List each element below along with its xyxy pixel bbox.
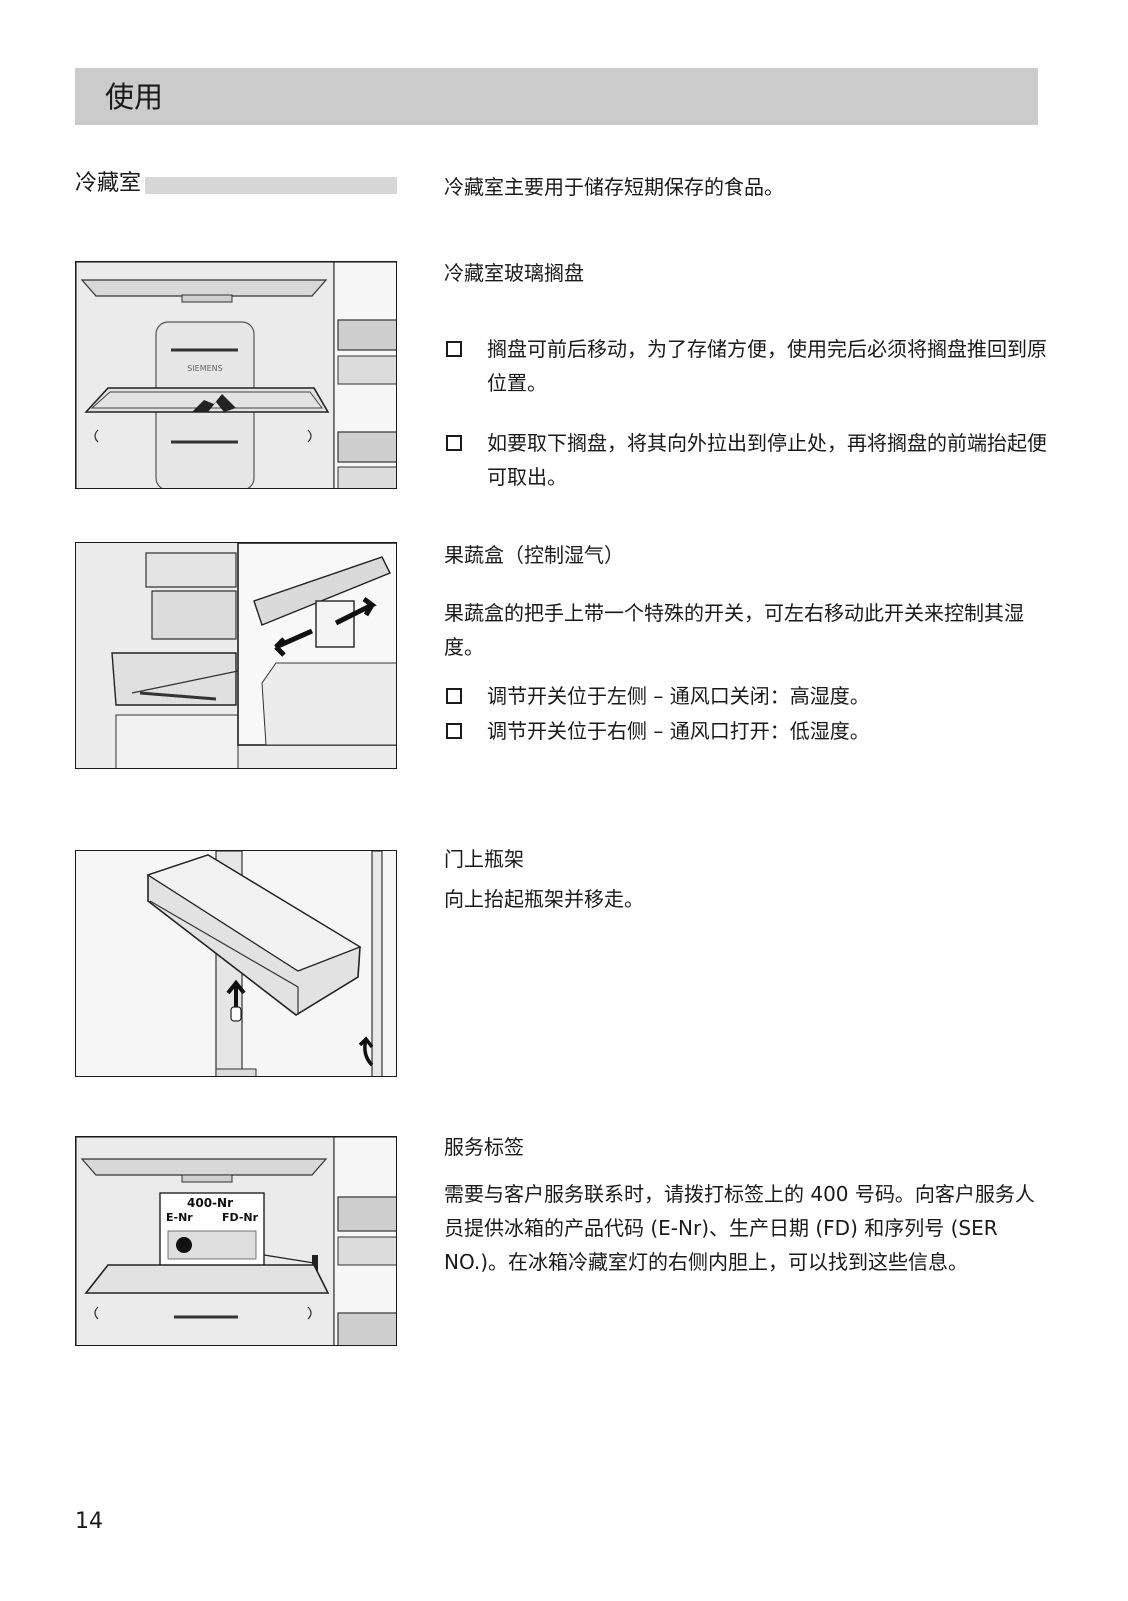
crisper-heading-note: （控制湿气） (504, 543, 624, 567)
crisper-bullet-text: 调节开关位于右侧 – 通风口打开：低湿度。 (487, 719, 870, 743)
header-bar: 使用 (75, 68, 1038, 125)
checkbox-bullet-icon (446, 435, 462, 451)
crisper-body: 果蔬盒的把手上带一个特殊的开关，可左右移动此开关来控制其湿度。 (444, 601, 1024, 659)
service-label-body: 需要与客户服务联系时，请拨打标签上的 400 号码。向客户服务人员提供冰箱的产品… (444, 1182, 1035, 1274)
service-label-heading: 服务标签 (444, 1135, 524, 1159)
checkbox-bullet-icon (446, 723, 462, 739)
shelf-heading: 冷藏室玻璃搁盘 (444, 261, 584, 285)
shelf-bullet: 如要取下搁盘，将其向外拉出到停止处，再将搁盘的前端抬起便可取出。 (444, 426, 1047, 494)
shelf-bullet-text: 搁盘可前后移动，为了存储方便，使用完后必须将搁盘推回到原位置。 (487, 337, 1047, 395)
crisper-figure (75, 542, 397, 769)
shelf-bullet-text: 如要取下搁盘，将其向外拉出到停止处，再将搁盘的前端抬起便可取出。 (487, 431, 1047, 489)
section-label-text: 冷藏室 (75, 170, 146, 198)
bottle-rack-figure (75, 850, 397, 1077)
crisper-bullet: 调节开关位于右侧 – 通风口打开：低湿度。 (444, 714, 1044, 748)
label-400-nr: 400-Nr (187, 1196, 233, 1210)
label-fd-nr: FD-Nr (222, 1211, 259, 1224)
checkbox-bullet-icon (446, 341, 462, 357)
brand-label: SIEMENS (187, 364, 223, 373)
bottle-rack-heading: 门上瓶架 (444, 847, 524, 871)
shelf-bullet: 搁盘可前后移动，为了存储方便，使用完后必须将搁盘推回到原位置。 (444, 332, 1047, 400)
crisper-heading: 果蔬盒（控制湿气） (444, 538, 1044, 572)
phone-icon (176, 1237, 192, 1253)
section-label: 冷藏室 (75, 170, 397, 200)
crisper-bullet: 调节开关位于左侧 – 通风口关闭：高湿度。 (444, 679, 1044, 713)
page-number: 14 (75, 1509, 103, 1534)
crisper-bullet-text: 调节开关位于左侧 – 通风口关闭：高湿度。 (487, 684, 870, 708)
shelf-figure: SIEMENS (75, 261, 397, 489)
checkbox-bullet-icon (446, 688, 462, 704)
bottle-rack-body: 向上抬起瓶架并移走。 (444, 887, 644, 911)
label-e-nr: E-Nr (166, 1211, 193, 1224)
page-title: 使用 (105, 80, 164, 114)
section-label-rule (75, 177, 397, 194)
section-intro: 冷藏室主要用于储存短期保存的食品。 (444, 175, 784, 199)
crisper-heading-title: 果蔬盒 (444, 543, 504, 567)
service-label-figure: 400-Nr E-Nr FD-Nr (75, 1136, 397, 1346)
